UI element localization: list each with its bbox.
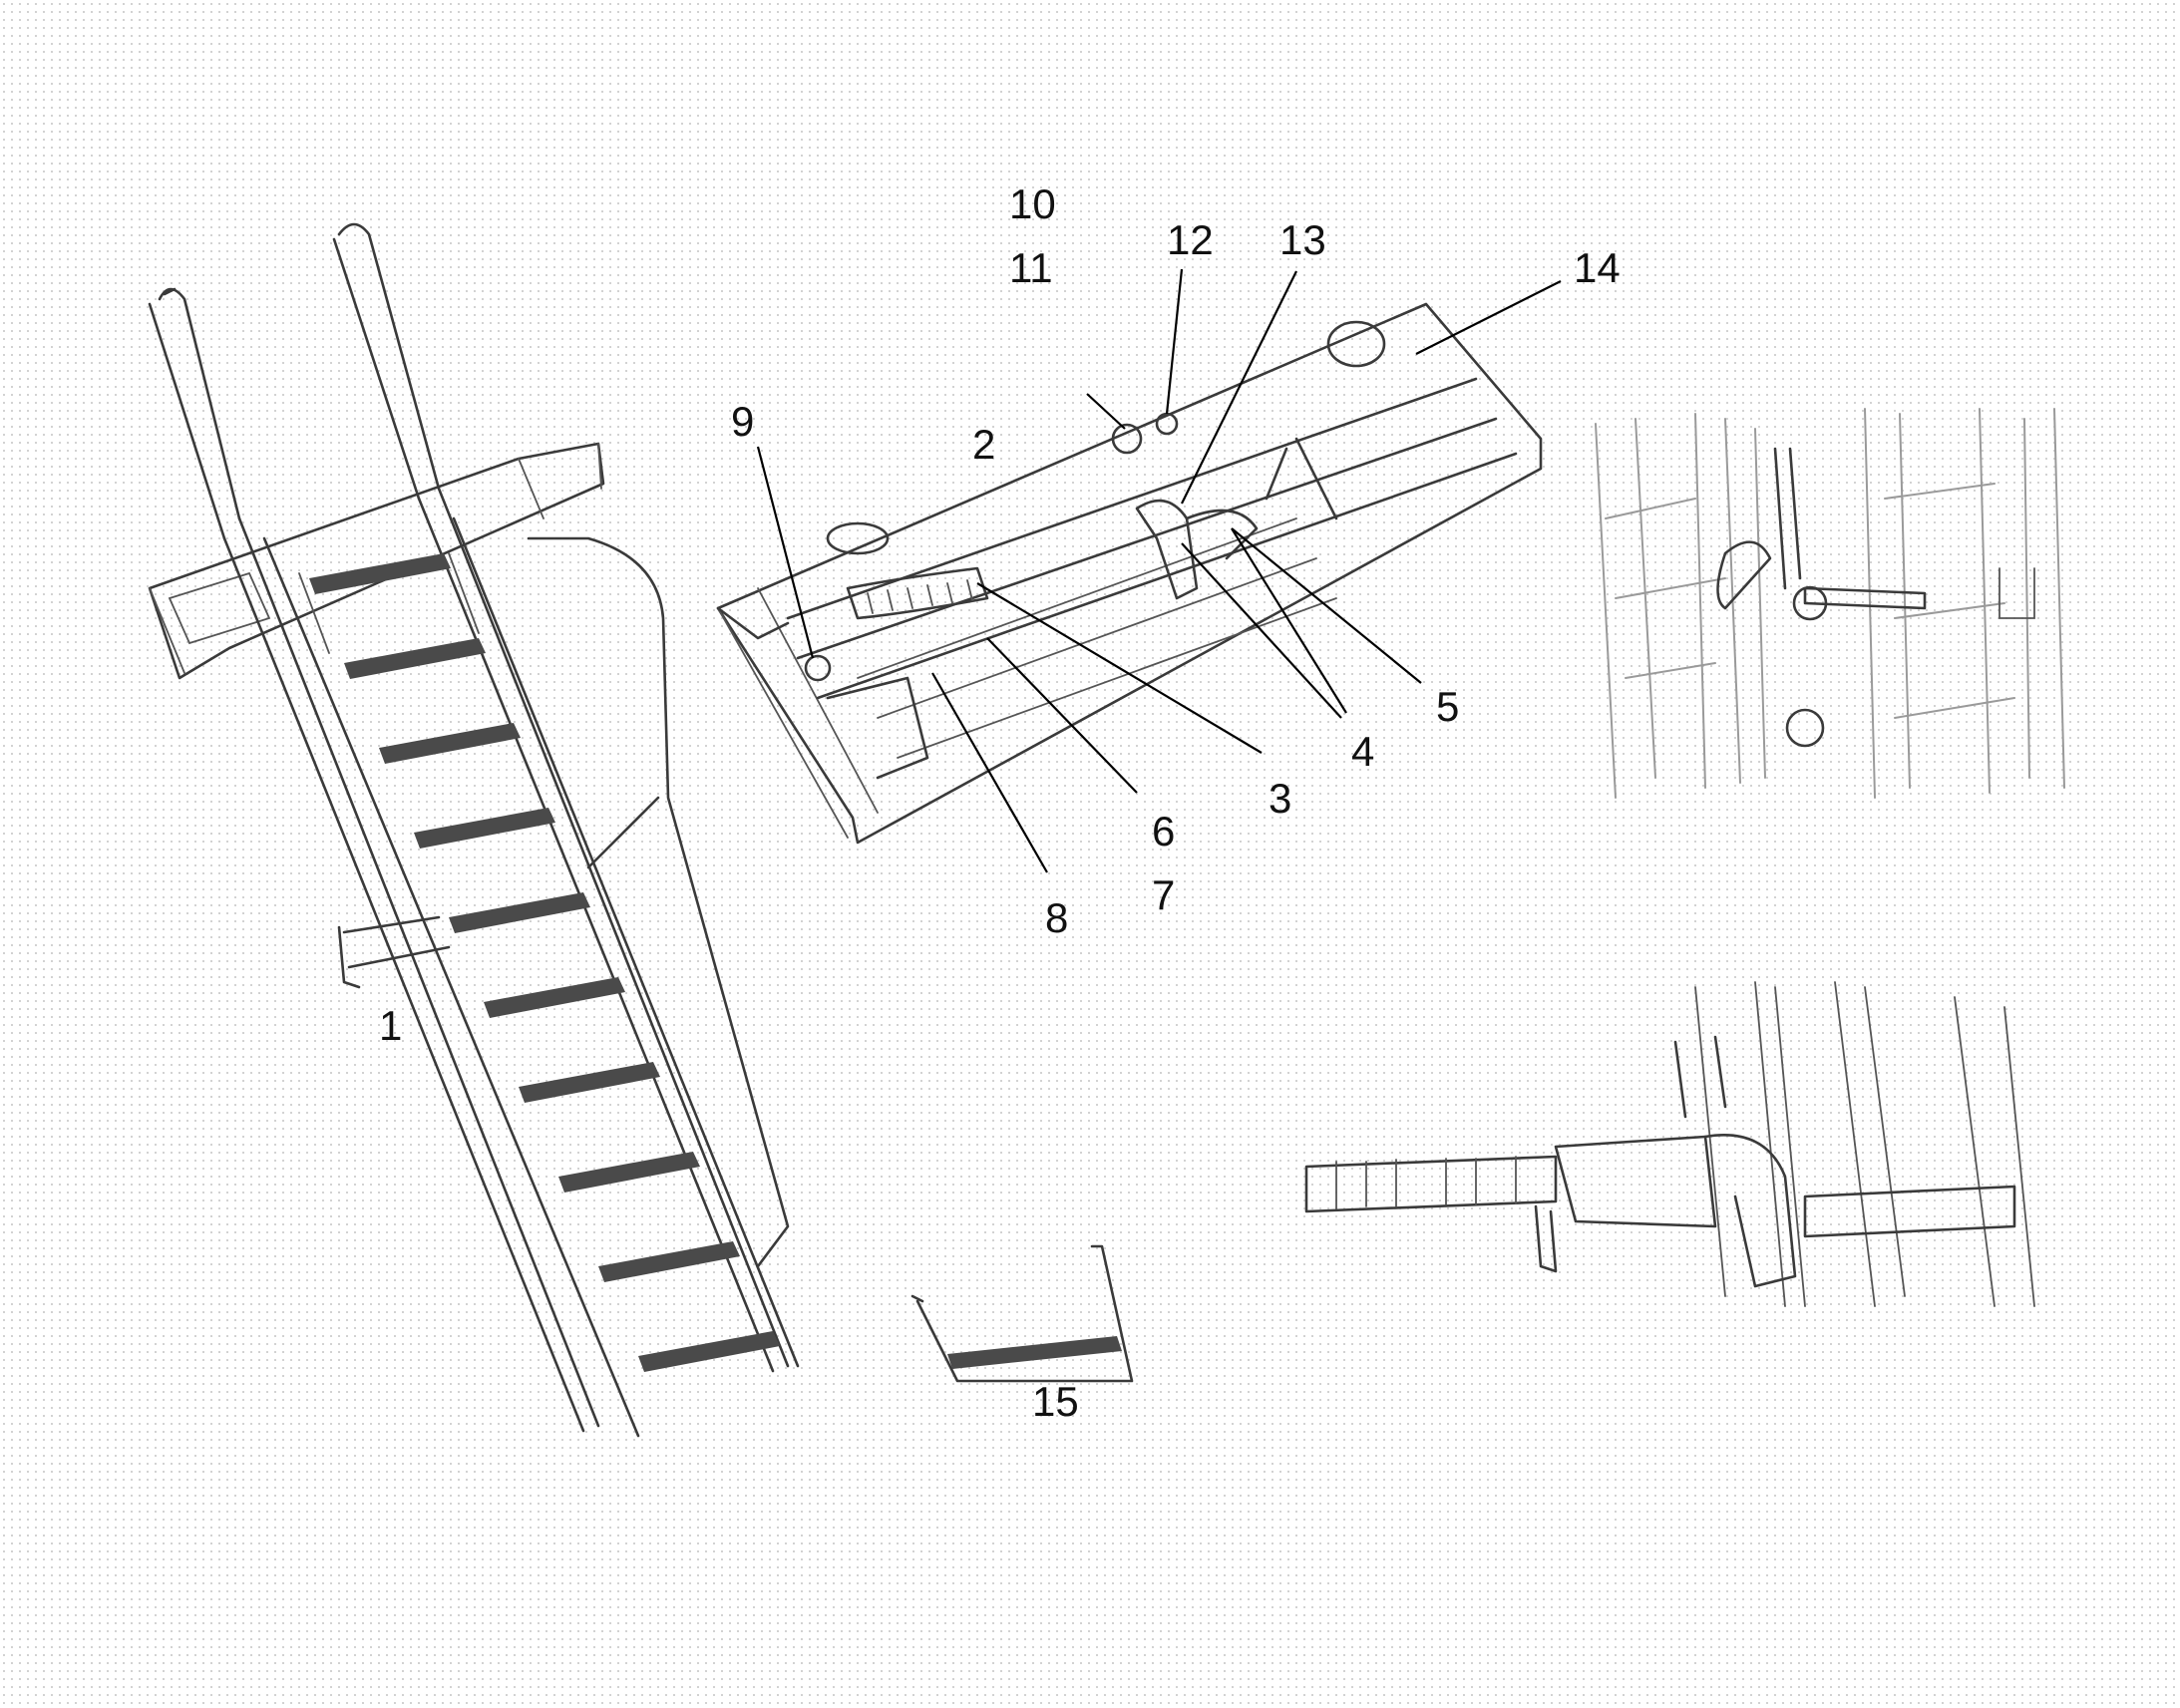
detail-upper-clamp: [1716, 540, 1772, 610]
ladder-steps: [309, 553, 780, 1372]
ladder-step: [379, 723, 521, 764]
ladder-step: [638, 1331, 780, 1372]
right-handrail-loop: [332, 222, 441, 501]
callout-9: 9: [731, 398, 755, 445]
step-frame: [915, 1244, 1134, 1383]
callout-8: 8: [1045, 894, 1069, 941]
leader-14: [1415, 280, 1562, 355]
leader-9: [756, 446, 815, 659]
leader-lines: [756, 268, 1562, 873]
ladder-step-frame: [298, 552, 480, 654]
left-stringer-inner: [262, 536, 640, 1438]
detail-lower-bracket: [1703, 1134, 1797, 1288]
left-stringer: [222, 516, 600, 1433]
callout-5: 5: [1436, 683, 1460, 730]
linkage-arm: [1265, 437, 1338, 520]
ladder-step: [344, 638, 486, 679]
left-handrail-loop: [148, 287, 241, 540]
detail-upper-nut: [1785, 708, 1825, 748]
leader-11: [1086, 393, 1126, 430]
detail-upper-rod: [1803, 586, 1927, 610]
ladder-step: [309, 553, 451, 594]
callout-2: 2: [972, 421, 996, 468]
detail-upper-shaft: [1773, 447, 1802, 590]
callout-14: 14: [1574, 244, 1621, 291]
callout-11: 11: [1009, 244, 1053, 291]
right-stringer-inner: [452, 516, 800, 1368]
pivot-knob: [1111, 423, 1143, 455]
callout-3: 3: [1269, 775, 1292, 822]
assembly-front-latch: [716, 606, 790, 640]
leader-6: [986, 637, 1138, 794]
callout-4: 4: [1351, 728, 1375, 775]
assembly-tubes: [786, 377, 1518, 700]
detail-upper-cross: [1605, 483, 2015, 719]
ladder-step: [484, 977, 625, 1018]
detail-lower-posts: [1673, 1035, 1727, 1119]
detail-lower-cylinder-rings: [1335, 1156, 1517, 1209]
leader-13: [1181, 270, 1297, 505]
callout-10: 10: [1009, 180, 1056, 227]
callout-1: 1: [379, 1002, 403, 1049]
detail-upper-knob: [1792, 585, 1828, 621]
detail-lower-rod: [1803, 1185, 2016, 1238]
detail-lower-cylinder: [1304, 1155, 1558, 1213]
callout-12: 12: [1167, 216, 1214, 263]
ladder-stabilizer: [337, 915, 451, 989]
step-frame-tip: [910, 1294, 924, 1303]
assembly-frame-end: [717, 587, 879, 839]
ladder-assembly: [148, 222, 800, 1438]
callout-7: 7: [1152, 871, 1176, 918]
detail-view-lower: [1304, 981, 2035, 1307]
ladder-step: [598, 1241, 740, 1282]
assembly-rods: [857, 517, 1337, 759]
detail-lower-hatch: [1694, 981, 2035, 1307]
ladder-step: [519, 1062, 660, 1103]
spring-coil-turns: [867, 579, 973, 614]
leader-5: [1231, 527, 1422, 684]
lock-pin: [804, 654, 832, 682]
leader-8: [931, 672, 1048, 873]
detail-view-upper: [1595, 408, 2065, 799]
leader-4b: [1231, 527, 1347, 714]
ladder-step: [449, 892, 590, 933]
ladder-bracket-plate: [168, 571, 271, 645]
clamp-jaw: [1185, 509, 1259, 560]
leader-12: [1165, 268, 1184, 415]
callout-13: 13: [1279, 216, 1326, 263]
clamp-bracket: [1135, 499, 1199, 600]
top-cap: [826, 521, 890, 555]
callout-15: 15: [1032, 1378, 1079, 1425]
assembly-lower-box: [826, 676, 929, 780]
ladder-top-bracket: [148, 442, 605, 680]
detail-lower-handle: [1534, 1204, 1558, 1273]
side-handrail: [527, 536, 790, 1268]
detail-lower-housing: [1554, 1135, 1717, 1228]
leader-4a: [1181, 542, 1342, 719]
ladder-step: [414, 808, 555, 849]
spring-coil: [846, 566, 989, 620]
ladder-bracket-edges: [149, 443, 602, 674]
callout-6: 6: [1152, 808, 1176, 854]
end-fitting: [1326, 320, 1386, 368]
step-part: [910, 1244, 1134, 1383]
step-tread: [947, 1336, 1122, 1369]
assembly-frame: [716, 302, 1543, 845]
detail-upper-bracket: [1998, 567, 2035, 619]
leader-3: [976, 582, 1263, 754]
ladder-step: [558, 1152, 700, 1193]
main-assembly: [716, 302, 1543, 845]
